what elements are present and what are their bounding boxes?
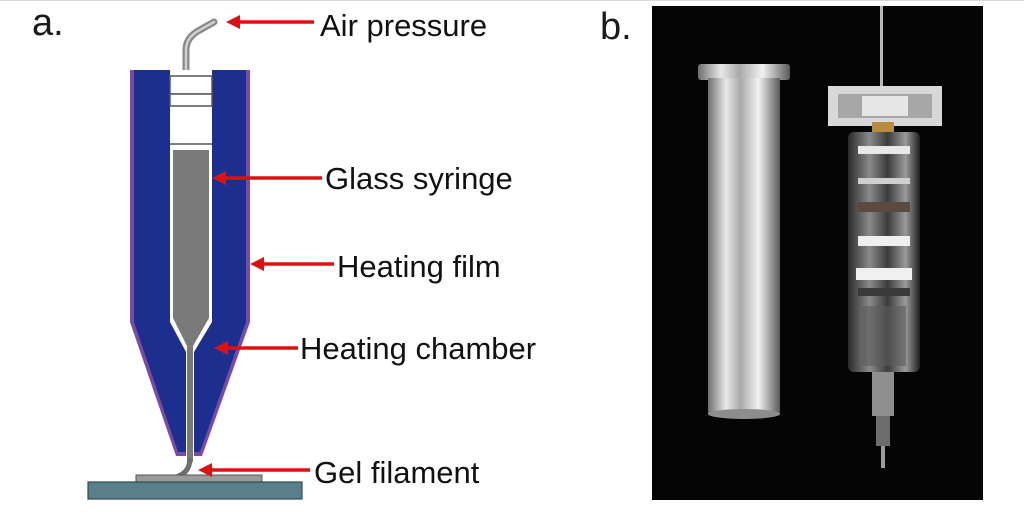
label-glass-syringe: Glass syringe — [325, 161, 513, 196]
arrow-air-pressure — [226, 15, 314, 29]
mount-bracket — [828, 86, 942, 126]
label-air-pressure: Air pressure — [320, 8, 488, 43]
nozzle — [872, 372, 894, 468]
deposited-gel — [135, 474, 263, 483]
top-border — [0, 0, 1024, 1]
printhead-photo — [652, 6, 983, 500]
plunger-band — [169, 93, 213, 107]
air-tube-highlight — [184, 20, 216, 76]
panel-b-letter: b. — [600, 6, 632, 48]
metal-sleeve — [698, 64, 790, 419]
arrow-heating-film — [250, 257, 334, 271]
plunger-cap — [169, 75, 213, 95]
arrow-glass-syringe — [212, 171, 322, 185]
photo-illustration — [698, 6, 942, 468]
gel-reservoir — [173, 150, 209, 462]
label-heating-film: Heating film — [337, 249, 501, 284]
substrate — [87, 481, 303, 500]
air-line — [880, 6, 883, 98]
label-heating-chamber: Heating chamber — [300, 331, 537, 366]
syringe-assembly — [848, 132, 920, 372]
printhead-schematic — [87, 15, 334, 500]
arrow-gel-filament — [198, 463, 310, 477]
label-gel-filament: Gel filament — [314, 455, 480, 490]
arrow-heating-chamber — [214, 341, 298, 355]
panel-a-letter: a. — [32, 2, 64, 44]
